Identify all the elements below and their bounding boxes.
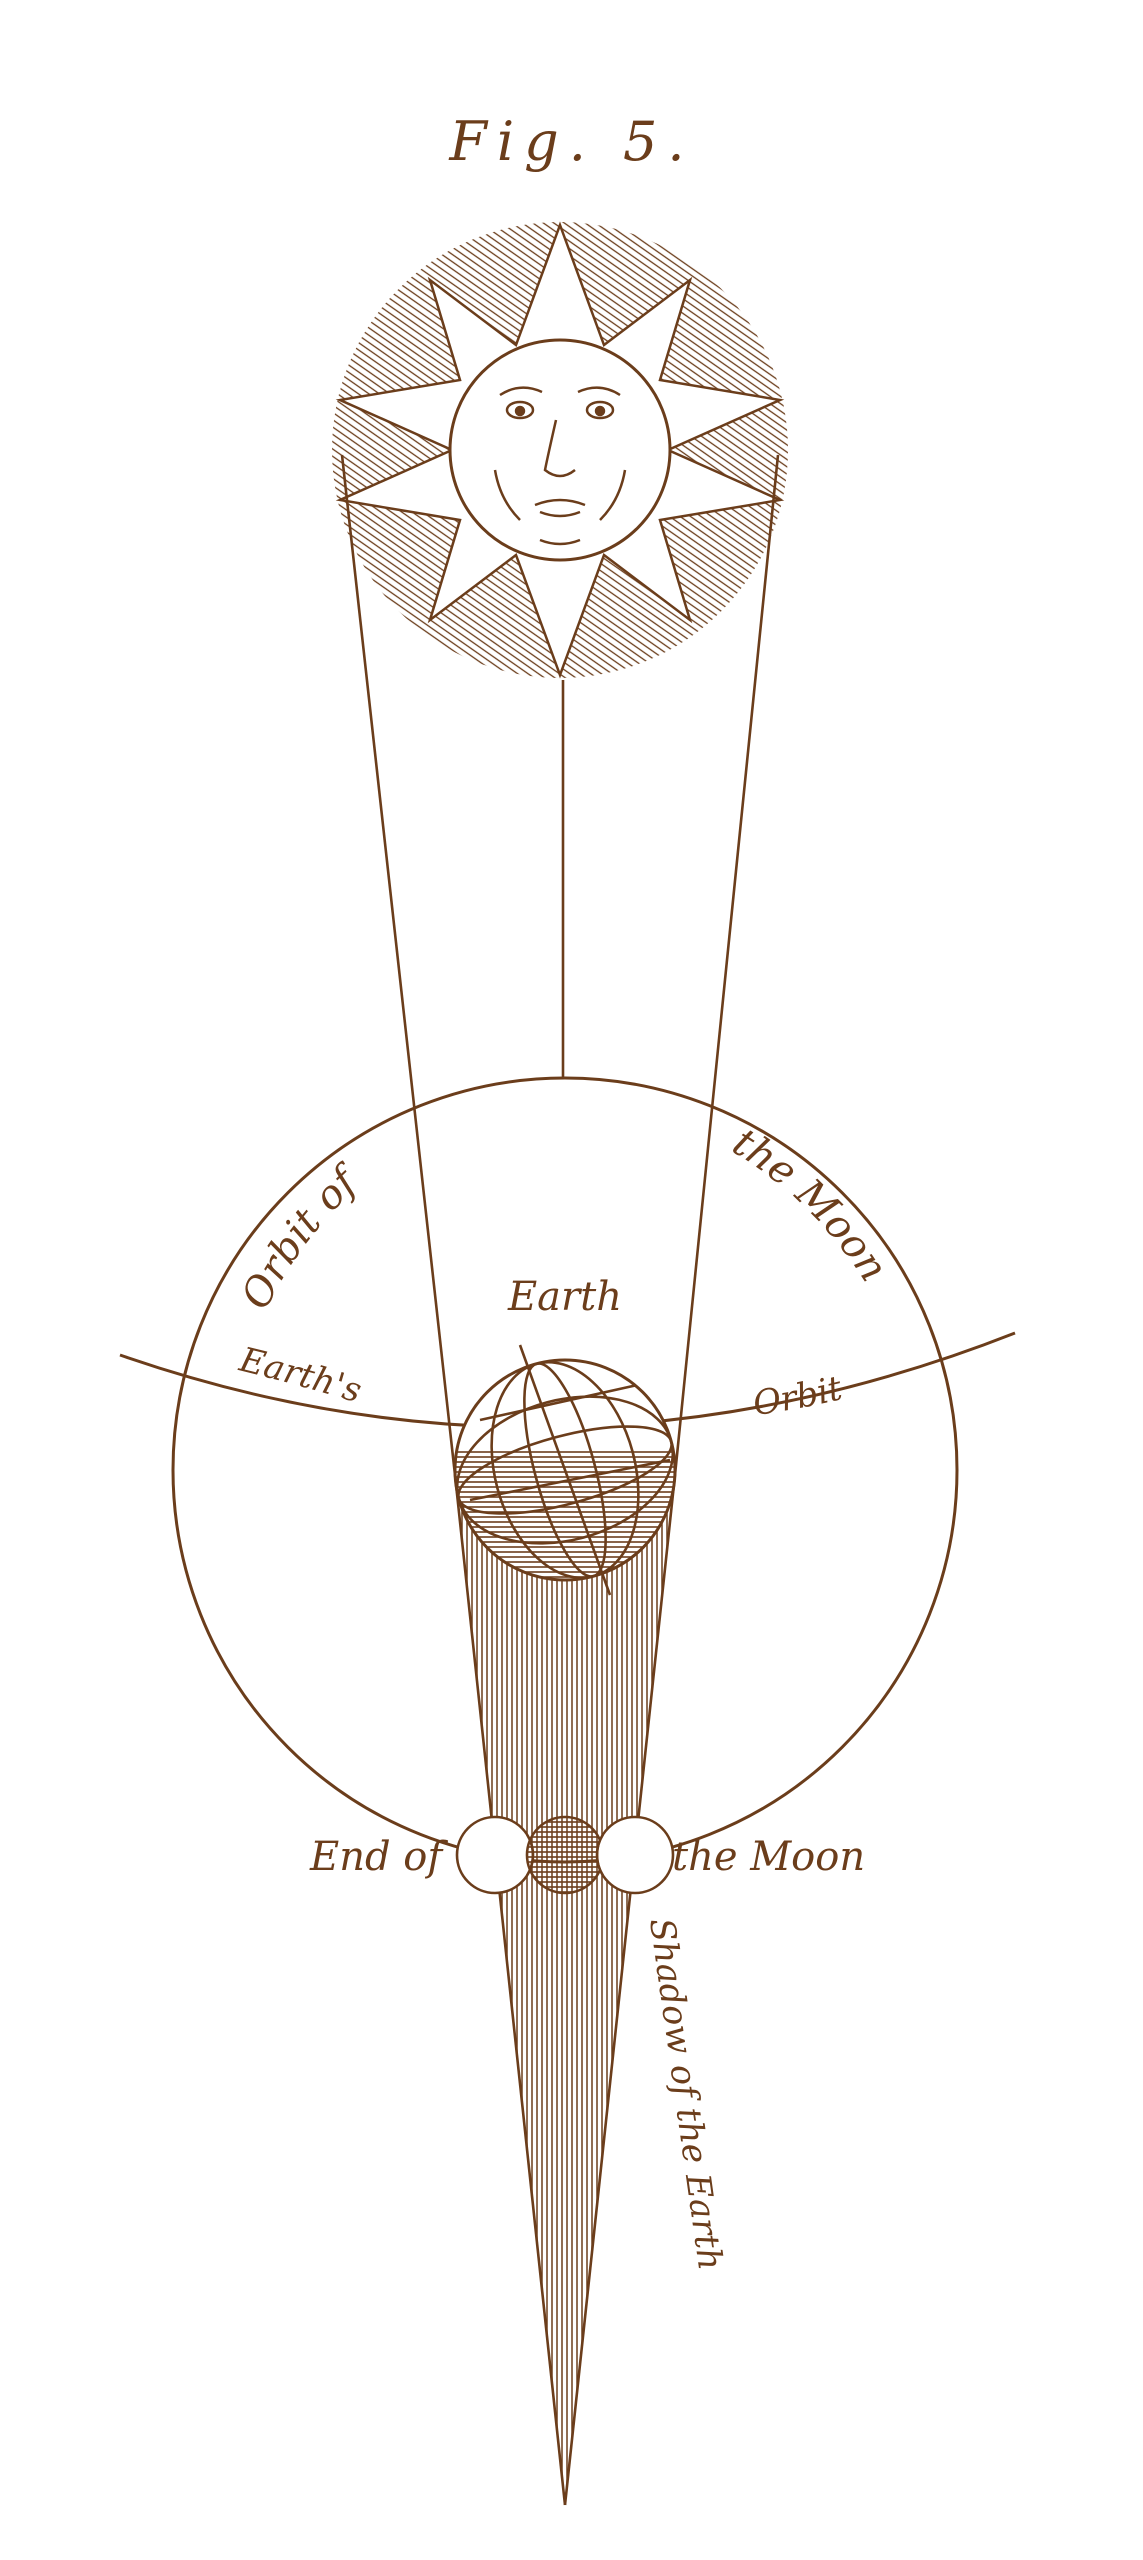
label-earths: Earth's — [235, 1340, 366, 1412]
label-shadow: Shadow of the Earth — [641, 1916, 730, 2273]
label-end-of: End of — [309, 1834, 448, 1880]
label-earth: Earth — [507, 1274, 622, 1320]
label-the-moon-orbit: the Moon — [725, 1119, 897, 1289]
earth-shadow-cone — [455, 1475, 675, 2505]
sun-icon — [332, 222, 788, 678]
moon-icon — [457, 1817, 673, 1893]
label-the-moon: the Moon — [672, 1834, 865, 1880]
label-orbit: Orbit — [750, 1368, 846, 1424]
figure-title: Fig. 5. — [448, 110, 694, 173]
